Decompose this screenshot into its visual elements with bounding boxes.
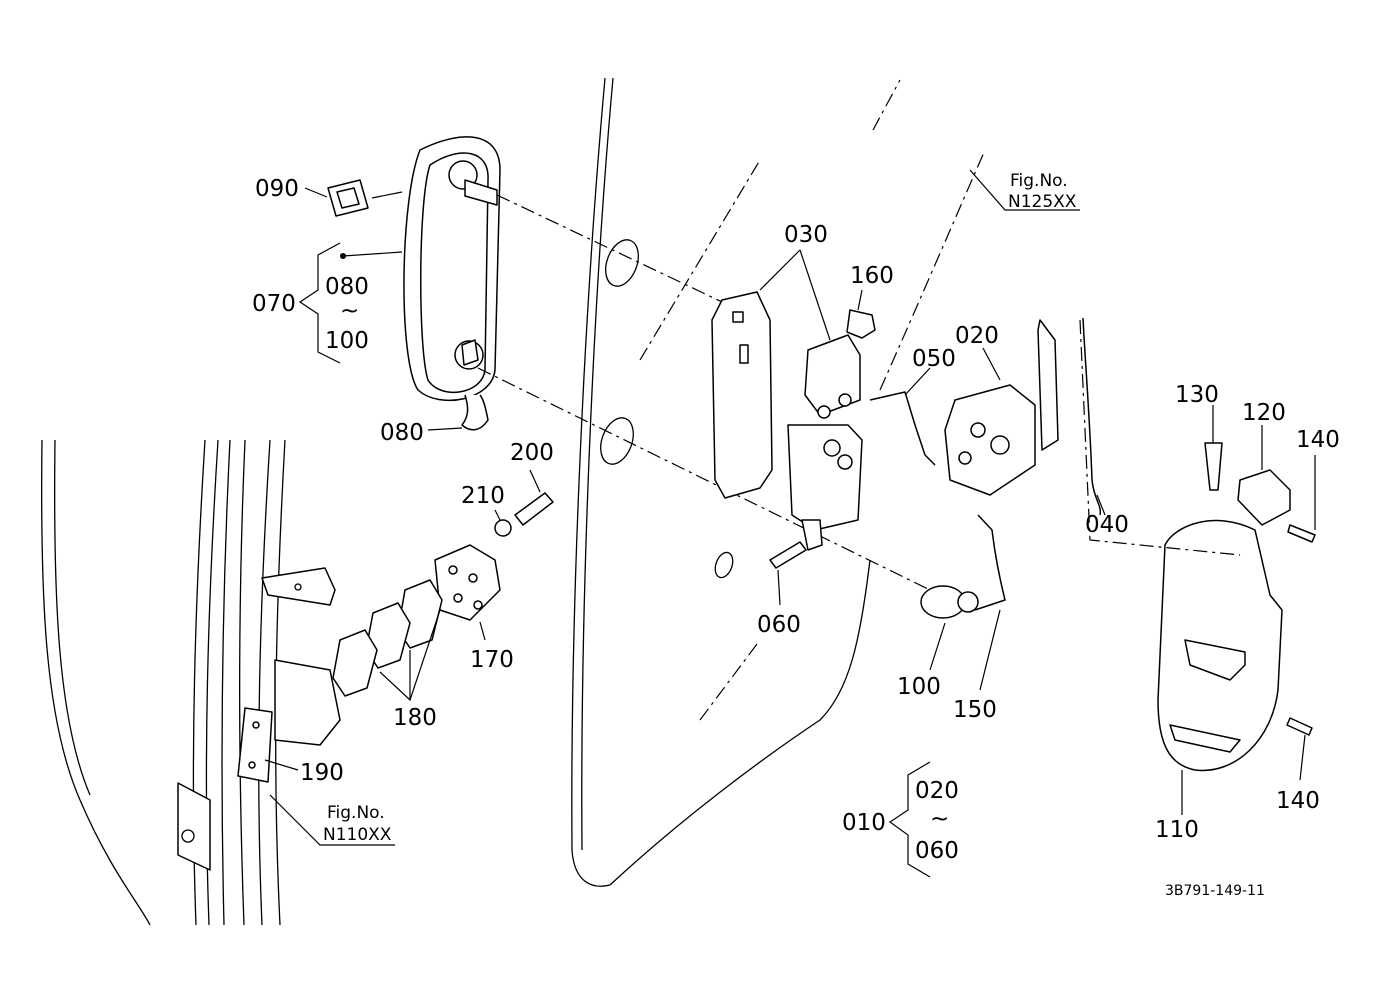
part-200-bolt — [514, 492, 554, 526]
callout-020-range-start: 020 — [915, 778, 959, 804]
part-190-plate — [237, 707, 273, 783]
part-050-rod — [869, 391, 936, 466]
part-180-shims — [332, 579, 443, 697]
drawing-code: 3B791-149-11 — [1165, 883, 1265, 899]
callout-180: 180 — [393, 705, 437, 731]
part-060-screw — [769, 541, 807, 569]
callout-100: 100 — [897, 674, 941, 700]
fig-ref-label: Fig.No. — [327, 803, 385, 823]
part-100-lock-cylinder — [920, 585, 979, 619]
callout-080: 080 — [380, 420, 424, 446]
center-lines-cover — [1079, 319, 1241, 556]
fig-ref-number: N125XX — [1008, 192, 1077, 212]
callout-120: 120 — [1242, 400, 1286, 426]
inside-handle — [403, 136, 501, 402]
figure-reference-n125: Fig.No. N125XX — [1008, 171, 1077, 212]
callout-030: 030 — [784, 222, 828, 248]
part-030-plates — [711, 291, 863, 551]
callout-200: 200 — [510, 440, 554, 466]
callout-090: 090 — [255, 176, 299, 202]
callout-080-range-start: 080 — [325, 274, 369, 300]
callout-210: 210 — [461, 483, 505, 509]
part-020-latch — [944, 319, 1059, 496]
bracket-010 — [888, 761, 931, 878]
bracket-070 — [298, 242, 341, 364]
callout-170: 170 — [470, 647, 514, 673]
figure-reference-n110: Fig.No. N110XX — [323, 803, 392, 845]
range-symbol-070: ~ — [340, 298, 359, 324]
callout-160: 160 — [850, 263, 894, 289]
callout-100-range-end: 100 — [325, 328, 369, 354]
callout-140-top: 140 — [1296, 427, 1340, 453]
part-140-screw-top — [1287, 524, 1316, 543]
callout-150: 150 — [953, 697, 997, 723]
callout-130: 130 — [1175, 382, 1219, 408]
callout-190: 190 — [300, 760, 344, 786]
door-panel-outline — [571, 77, 986, 887]
part-150-spring-rod — [974, 514, 1006, 611]
range-symbol-010: ~ — [930, 806, 949, 832]
callout-040: 040 — [1085, 512, 1129, 538]
fig-ref-label: Fig.No. — [1010, 171, 1068, 191]
part-160-bolt — [846, 309, 876, 339]
leader-lines-misc — [264, 169, 1316, 846]
hinge-base-plate — [274, 659, 341, 746]
callout-050: 050 — [912, 346, 956, 372]
part-110-cover — [1157, 519, 1283, 772]
part-210-washer — [494, 519, 512, 537]
callout-labels: 090 070 080 ~ 100 080 030 160 020 050 04… — [252, 176, 1340, 864]
part-090-square-seal — [327, 179, 369, 217]
callout-060-range-end: 060 — [915, 838, 959, 864]
callout-060: 060 — [757, 612, 801, 638]
part-080-clip — [461, 394, 489, 431]
callout-070: 070 — [252, 291, 296, 317]
part-140-screw-bottom — [1286, 717, 1313, 736]
callout-020: 020 — [955, 323, 999, 349]
part-170-plate — [434, 544, 501, 621]
fig-ref-number: N110XX — [323, 825, 392, 845]
part-130-pin — [1204, 442, 1223, 491]
part-040-rod — [1082, 317, 1102, 516]
part-120-block — [1237, 469, 1291, 526]
cab-frame-outline — [40, 439, 336, 926]
callout-110: 110 — [1155, 817, 1199, 843]
callout-010: 010 — [842, 810, 886, 836]
leader-lines-handle — [304, 187, 931, 591]
callout-140-bottom: 140 — [1276, 788, 1320, 814]
